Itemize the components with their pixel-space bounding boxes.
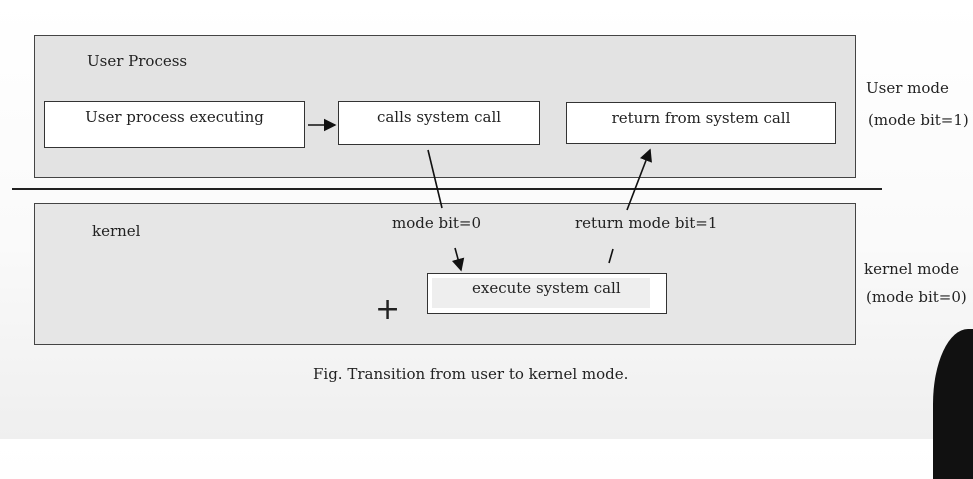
- box-user-process-executing: User process executing: [44, 101, 305, 148]
- side-label-kernel-mode-bit: (mode bit=0): [866, 288, 967, 306]
- plus-sign: +: [375, 292, 401, 327]
- side-label-user-mode-bit: (mode bit=1): [868, 111, 969, 129]
- arrows-layer: [308, 118, 652, 272]
- box-calls-system-call: calls system call: [338, 101, 540, 145]
- arrow-return-tick: [608, 248, 614, 264]
- box-return-from-system-call: return from system call: [566, 102, 836, 144]
- arrow-calls-down-line-lower: [451, 247, 465, 272]
- box-execute-label: execute system call: [472, 279, 621, 297]
- execute-box-shade: [432, 278, 650, 308]
- kernel-panel-title: kernel: [92, 222, 141, 240]
- arrow-return-up-line: [626, 148, 652, 211]
- side-label-kernel-mode: kernel mode: [864, 260, 959, 278]
- arrow-label-return-mode-bit-1: return mode bit=1: [575, 214, 718, 232]
- arrow-label-mode-bit-0: mode bit=0: [392, 214, 482, 232]
- mode-divider-line: [12, 188, 882, 190]
- user-panel-title: User Process: [87, 52, 188, 70]
- side-label-user-mode: User mode: [866, 79, 949, 97]
- arrow-calls-down-line-upper: [427, 149, 443, 209]
- figure-caption: Fig. Transition from user to kernel mode…: [313, 365, 629, 383]
